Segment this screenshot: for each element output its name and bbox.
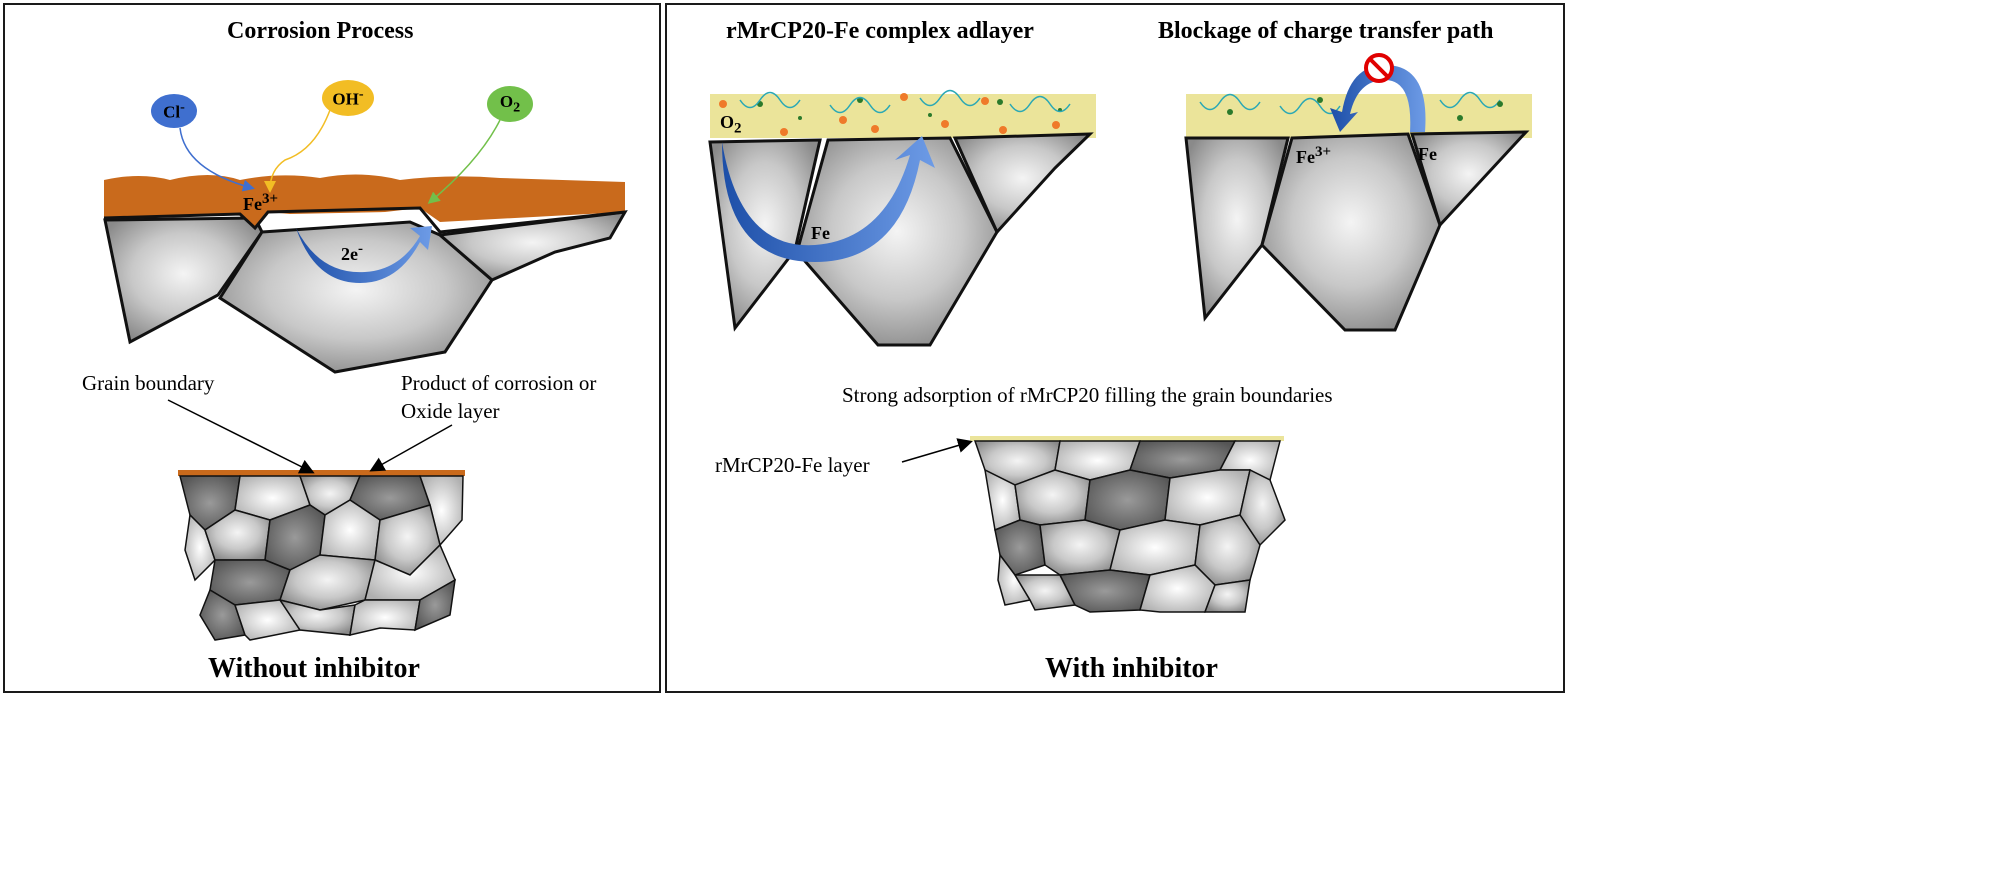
oh-arrow [264, 109, 331, 193]
oxygen-molecule-bubble: O2 [487, 86, 533, 122]
electron-arrow [296, 226, 432, 283]
oxygen-molecule-label: O2 [499, 91, 521, 116]
adlayer-scene [708, 89, 1096, 347]
blockage-scene [1184, 53, 1532, 332]
chloride-ion-label: Cl- [163, 99, 185, 122]
hydroxide-ion-label: OH- [332, 86, 364, 109]
with-inhibitor-panel [665, 3, 1565, 693]
oxygen-arrow-right [722, 136, 935, 262]
left-grains [103, 210, 628, 374]
rust-layer [104, 174, 625, 228]
right-microstructure [970, 436, 1286, 613]
right-panel-footer: With inhibitor [1045, 653, 1218, 684]
diagram-graphics [103, 53, 1532, 641]
iron-label-left: Fe [811, 223, 830, 243]
adsorption-caption: Strong adsorption of rMrCP20 filling the… [842, 383, 1333, 407]
left-microstructure [178, 470, 465, 641]
grain-boundary-pointer [167, 399, 315, 474]
hydroxide-ion-bubble: OH- [322, 80, 374, 116]
ferric-ion-label: Fe3+ [243, 191, 279, 214]
electron-label: 2e- [341, 241, 363, 264]
oxygen-label: O2 [720, 112, 742, 137]
o2-arrow [427, 119, 501, 204]
adlayer-title: rMrCP20-Fe complex adlayer [726, 18, 1034, 44]
without-inhibitor-panel [3, 3, 661, 693]
no-entry-icon [1364, 53, 1394, 83]
left-panel-footer: Without inhibitor [208, 653, 420, 684]
product-label-line2: Oxide layer [401, 399, 500, 423]
product-label-line1: Product of corrosion or [401, 371, 597, 395]
cl-arrow [179, 127, 255, 192]
grain-boundary-label: Grain boundary [82, 371, 215, 395]
ferric-ion-label-right: Fe3+ [1296, 144, 1332, 167]
chloride-ion-bubble: Cl- [151, 94, 197, 128]
oxide-layer-pointer [369, 424, 453, 472]
iron-label-right: Fe [1418, 144, 1437, 164]
left-panel-title: Corrosion Process [227, 18, 414, 44]
blockage-title: Blockage of charge transfer path [1158, 18, 1494, 44]
layer-label: rMrCP20-Fe layer [715, 453, 870, 477]
blocked-transfer-arrow [1330, 65, 1426, 132]
layer-pointer [901, 438, 973, 463]
